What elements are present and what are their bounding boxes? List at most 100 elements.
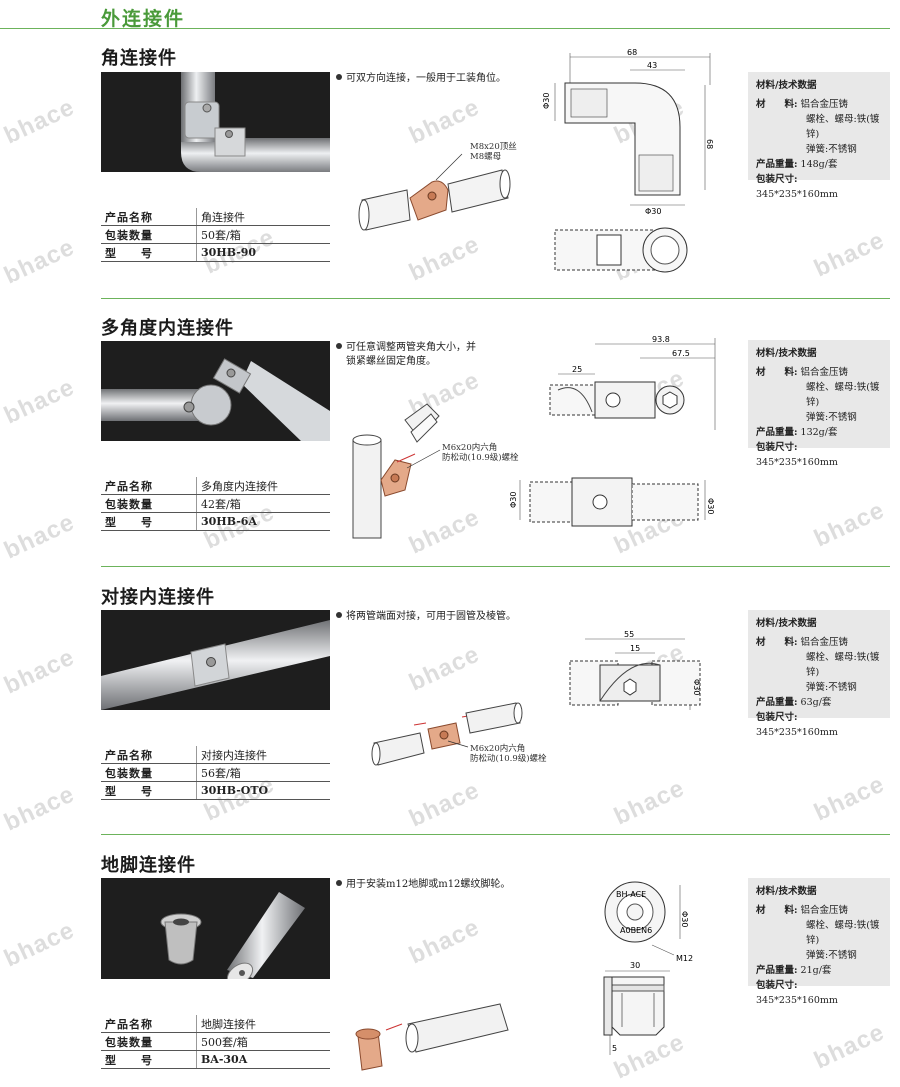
- dim-label: 68: [705, 139, 714, 149]
- watermark: bhace: [0, 916, 79, 973]
- table-row: 产品名称角连接件: [101, 208, 330, 226]
- watermark: bhace: [0, 643, 79, 700]
- label-name: 产品名称: [101, 208, 197, 226]
- description: 可任意调整两管夹角大小，并 锁紧螺丝固定角度。: [336, 341, 476, 369]
- value-qty: 56套/箱: [196, 763, 330, 782]
- product-photo: [101, 72, 330, 172]
- product-photo: [101, 610, 330, 710]
- watermark: bhace: [0, 508, 79, 565]
- section-divider: [101, 298, 890, 299]
- value-name: 对接内连接件: [196, 746, 330, 764]
- label-model: 型 号: [101, 512, 197, 531]
- dim-label: 55: [624, 630, 634, 639]
- dimension-drawing: 68 43 Φ30 68 Φ30: [542, 48, 714, 273]
- header-divider: [0, 28, 890, 29]
- page-title: 外连接件: [101, 8, 186, 30]
- exploded-view: [358, 153, 511, 231]
- dim-label: Φ30: [680, 911, 689, 927]
- part-marking: BH-ACE: [616, 890, 646, 899]
- description: 用于安装m12地脚或m12螺纹脚轮。: [336, 878, 510, 892]
- watermark: bhace: [810, 226, 889, 283]
- bullet-icon: [336, 343, 342, 349]
- value-model: BA-30A: [196, 1050, 330, 1069]
- dim-label: Φ30: [692, 679, 701, 695]
- bullet-icon: [336, 74, 342, 80]
- value-model: 30HB-90: [196, 243, 330, 262]
- watermark: bhace: [610, 774, 689, 831]
- section-title: 角连接件: [101, 48, 177, 69]
- dim-label: 15: [630, 644, 640, 653]
- watermark: bhace: [0, 233, 79, 290]
- value-name: 多角度内连接件: [196, 477, 330, 495]
- value-name: 地脚连接件: [196, 1015, 330, 1033]
- watermark: bhace: [405, 913, 484, 970]
- description: 可双方向连接，一般用于工装角位。: [336, 72, 506, 86]
- dim-label: M12: [676, 954, 693, 963]
- watermark: bhace: [0, 93, 79, 150]
- section-title: 对接内连接件: [101, 587, 215, 608]
- dimension-drawing: BH-ACE A0BEN6 Φ30 30 M12 5: [603, 881, 693, 1055]
- bullet-icon: [336, 612, 342, 618]
- dim-label: 67.5: [672, 349, 690, 358]
- label-name: 产品名称: [101, 1015, 197, 1033]
- section-divider: [101, 834, 890, 835]
- watermark: bhace: [0, 373, 79, 430]
- dim-label: Φ30: [706, 498, 715, 514]
- dim-label: 30: [630, 961, 640, 970]
- exploded-view: [371, 702, 523, 766]
- material-panel: 材料/技术数据 材 料: 铝合金压铸 螺栓、螺母:铁(镀锌) 弹簧:不锈钢 产品…: [748, 878, 890, 1006]
- value-qty: 500套/箱: [196, 1032, 330, 1051]
- label-model: 型 号: [101, 1050, 197, 1069]
- material-panel: 材料/技术数据 材 料: 铝合金压铸 螺栓、螺母:铁(镀锌) 弹簧:不锈钢 产品…: [748, 72, 890, 200]
- label-model: 型 号: [101, 781, 197, 800]
- product-photo: [101, 341, 330, 441]
- label-qty: 包装数量: [101, 1032, 197, 1051]
- watermark: bhace: [405, 640, 484, 697]
- dim-label: 25: [572, 365, 582, 374]
- callout-note: M6x20内六角防松动(10.9级)螺栓: [470, 744, 547, 764]
- label-qty: 包装数量: [101, 494, 197, 513]
- dim-label: 68: [627, 48, 637, 57]
- value-qty: 42套/箱: [196, 494, 330, 513]
- value-model: 30HB-6A: [196, 512, 330, 531]
- product-photo: [101, 878, 330, 979]
- section-divider: [101, 566, 890, 567]
- exploded-view: [352, 403, 441, 539]
- dim-label: 43: [647, 61, 657, 70]
- watermark: bhace: [0, 780, 79, 837]
- dim-label: Φ30: [509, 492, 518, 508]
- exploded-view: [355, 1003, 509, 1071]
- label-model: 型 号: [101, 243, 197, 262]
- section-title: 多角度内连接件: [101, 318, 234, 339]
- table-row: 产品名称对接内连接件: [101, 746, 330, 764]
- label-qty: 包装数量: [101, 763, 197, 782]
- watermark: bhace: [810, 1018, 889, 1075]
- watermark: bhace: [810, 496, 889, 553]
- label-qty: 包装数量: [101, 225, 197, 244]
- table-row: 产品名称地脚连接件: [101, 1015, 330, 1033]
- label-name: 产品名称: [101, 477, 197, 495]
- watermark: bhace: [405, 776, 484, 833]
- value-qty: 50套/箱: [196, 225, 330, 244]
- label-name: 产品名称: [101, 746, 197, 764]
- dim-label: 93.8: [652, 335, 670, 344]
- value-model: 30HB-OTO: [196, 781, 330, 800]
- section-title: 地脚连接件: [101, 855, 196, 876]
- table-row: 产品名称多角度内连接件: [101, 477, 330, 495]
- callout-note: M6x20内六角防松动(10.9级)螺栓: [442, 443, 519, 463]
- material-panel: 材料/技术数据 材 料: 铝合金压铸 螺栓、螺母:铁(镀锌) 弹簧:不锈钢 产品…: [748, 340, 890, 468]
- dim-label: Φ30: [645, 207, 661, 216]
- dimension-drawing: 93.8 67.5 25 Φ30 Φ30: [509, 335, 716, 527]
